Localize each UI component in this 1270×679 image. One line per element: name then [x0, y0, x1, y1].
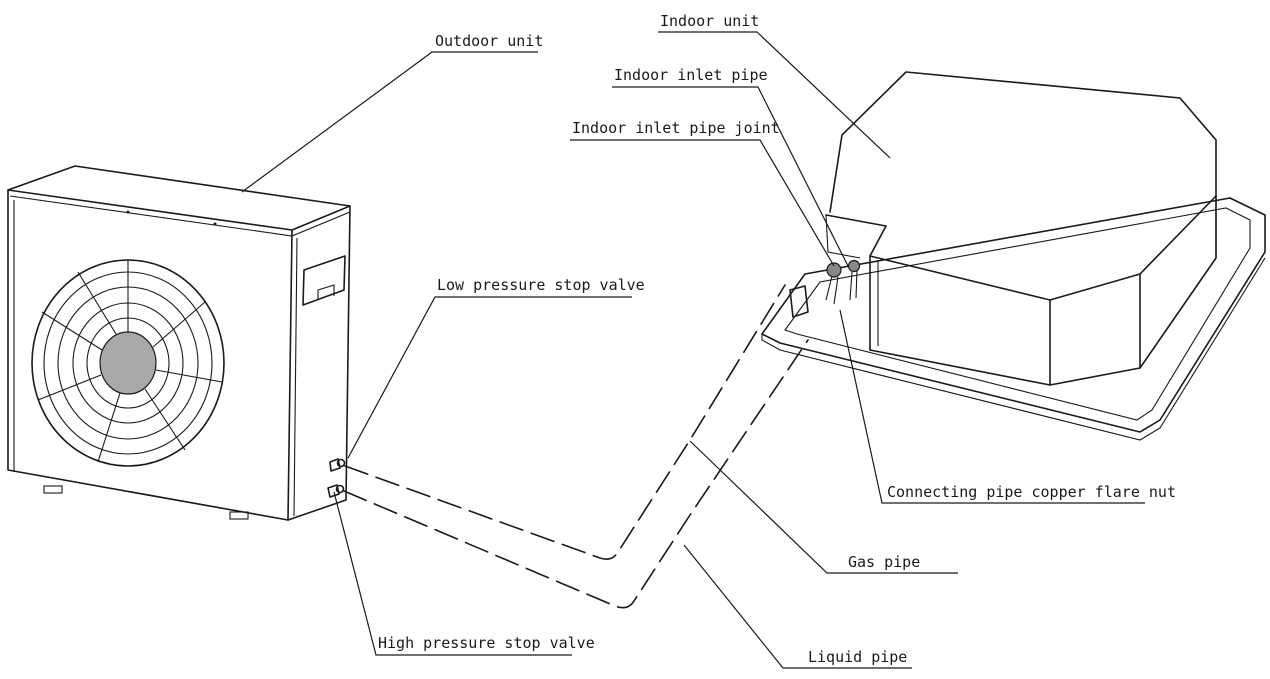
outdoor-unit	[7, 165, 351, 521]
liquid-pipe-line	[343, 339, 809, 609]
pipes	[343, 284, 809, 609]
fan-grille-icon	[31, 259, 225, 467]
leader-lines	[241, 31, 1145, 669]
gas-pipe-line	[344, 284, 786, 560]
label-low-pressure-stop-valve: Low pressure stop valve	[437, 276, 645, 294]
labels: Outdoor unit Indoor unit Indoor inlet pi…	[378, 12, 1176, 666]
indoor-unit	[761, 71, 1266, 441]
label-high-pressure-stop-valve: High pressure stop valve	[378, 634, 595, 652]
high-pressure-valve-icon	[327, 484, 345, 498]
label-liquid-pipe: Liquid pipe	[808, 648, 907, 666]
pipe-joint-icon	[825, 259, 861, 305]
label-outdoor-unit: Outdoor unit	[435, 32, 543, 50]
label-indoor-inlet-pipe: Indoor inlet pipe	[614, 66, 768, 84]
label-indoor-inlet-pipe-joint: Indoor inlet pipe joint	[572, 119, 780, 137]
label-indoor-unit: Indoor unit	[660, 12, 759, 30]
label-gas-pipe: Gas pipe	[848, 553, 920, 571]
low-pressure-valve-icon	[329, 458, 346, 472]
label-connecting-pipe-flare-nut: Connecting pipe copper flare nut	[887, 483, 1176, 501]
